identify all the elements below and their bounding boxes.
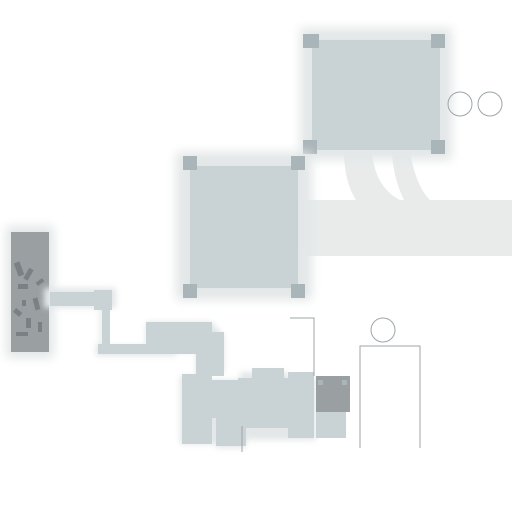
corridor-rooms[interactable] (44, 288, 316, 448)
large-room-north[interactable] (300, 28, 452, 160)
circle-marker-south (370, 317, 396, 343)
debris-pieces (13, 261, 45, 336)
large-room-central[interactable] (176, 152, 312, 300)
corridor-band (298, 152, 512, 256)
circle-marker-right (477, 91, 503, 117)
wall-outlines (241, 317, 421, 452)
circle-marker-left (447, 91, 473, 117)
circle-marker-pair (447, 91, 503, 117)
dark-room-southeast[interactable] (316, 376, 350, 438)
